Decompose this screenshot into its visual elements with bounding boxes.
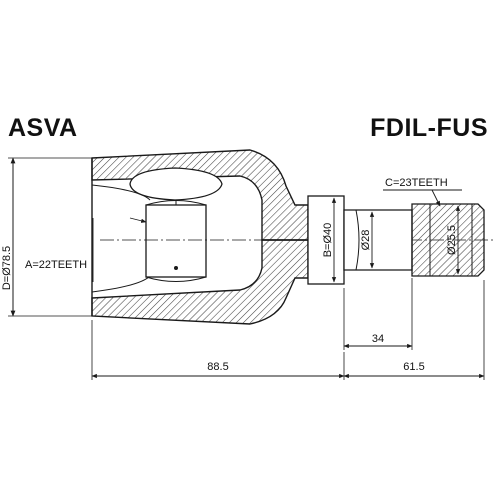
dim-length-chain: 88.5 61.5 [91,280,485,380]
dim-outer-diameter: D=Ø78.5 [1,157,92,317]
brand-label: ASVA [8,114,78,142]
tripod-roller [129,167,223,201]
stem-neck [343,209,413,271]
dim-inner-spline-label: A=22TEETH [25,259,87,271]
output-stem [307,195,485,285]
dim-body-length-label: 88.5 [207,361,228,373]
tripod-assembly [129,167,223,283]
dim-outer-spline: C=23TEETH [383,177,462,207]
dim-outer-spline-label: C=23TEETH [385,177,448,189]
dim-spline-diameter-label: Ø25.5 [446,225,458,255]
housing-inner-profile [91,184,151,293]
dim-body-diameter: B=Ø40 [322,197,337,283]
dim-shaft-diameter: Ø28 [360,211,375,269]
dim-inner-spline: A=22TEETH [25,217,147,282]
dim-shaft-length-label: 34 [372,333,384,345]
part-number-label: FDIL-FUS [370,114,488,142]
dim-stem-length-label: 61.5 [403,361,424,373]
dim-body-diameter-label: B=Ø40 [322,223,334,258]
dim-shaft-length: 34 [343,278,413,350]
stem-collar [307,195,345,285]
dim-outer-diameter-label: D=Ø78.5 [1,246,13,290]
dim-spline-diameter: Ø25.5 [446,205,461,275]
tripod-hub [145,204,207,278]
dim-shaft-diameter-label: Ø28 [360,230,372,251]
